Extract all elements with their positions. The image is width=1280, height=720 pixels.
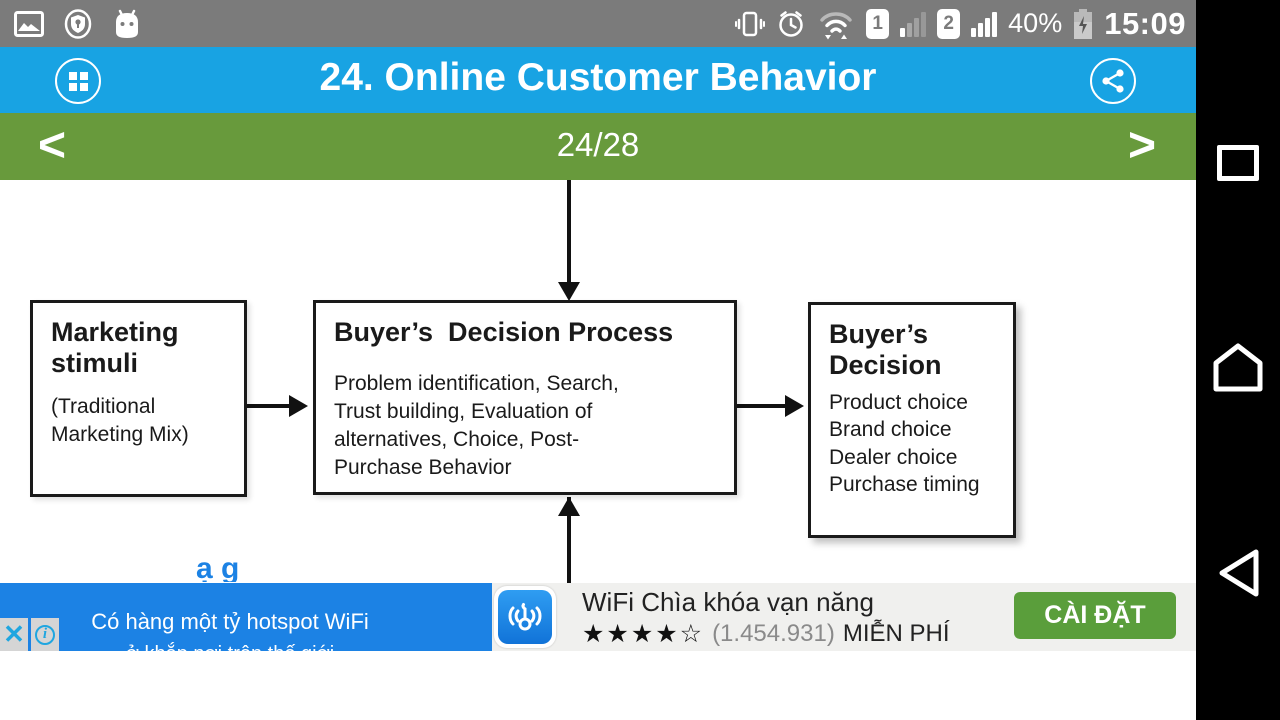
ad-tagline-clipped: ở khắp nơi trên thế giới [0,643,460,651]
ad-price: MIỄN PHÍ [842,619,950,647]
wifi-icon [820,11,852,39]
ad-tagline: Có hàng một tỷ hotspot WiFi [91,609,369,634]
box-line: Purchase timing [829,472,980,496]
prev-slide-button[interactable]: < [38,119,67,172]
box-line: Product choice [829,391,968,415]
ad-close-button[interactable]: ✕ [0,618,28,651]
arrow-bottom-line [567,497,571,583]
box-line: Dealer choice [829,445,958,469]
info-icon: i [35,624,55,645]
android-navbar [1196,0,1280,720]
ad-blue-panel[interactable]: Có hàng một tỷ hotspot WiFi ở khắp nơi t… [0,583,492,651]
ad-rating-count: (1.454.931) [712,619,835,647]
arrow-up-head-icon [558,497,580,516]
box-title: Buyer’s Decision [829,319,942,381]
diagram-box-decision-process: Buyer’s Decision Process Problem identif… [313,300,737,495]
arrow-top-line [567,180,571,296]
recents-button[interactable] [1196,128,1280,198]
arrow-mid-line [737,404,787,408]
slide-canvas: Marketing stimuli (Traditional Marketing… [0,180,1196,583]
arrow-left-line [247,404,291,408]
slide-position: 24/28 [556,126,640,163]
ad-banner[interactable]: Có hàng một tỷ hotspot WiFi ở khắp nơi t… [0,583,1196,651]
alarm-icon [779,10,803,37]
android-marshmallow-icon [116,9,138,38]
signal-full-icon [971,11,998,37]
back-icon [1219,549,1259,597]
share-icon [1102,69,1124,93]
diagram-box-marketing-stimuli: Marketing stimuli (Traditional Marketing… [30,300,247,497]
menu-button[interactable] [55,58,101,104]
bottom-spacer [0,651,1196,720]
box-title: Marketing stimuli [51,317,179,379]
back-button[interactable] [1196,538,1280,608]
box-line: Brand choice [829,418,952,442]
status-bar: 1 2 40% 15:09 [0,0,1196,47]
app-header: 24. Online Customer Behavior [0,47,1196,113]
grid-menu-icon [68,71,88,91]
recents-icon [1217,145,1259,181]
battery-percent: 40% [1008,8,1063,38]
sim1-badge: 1 [866,8,890,39]
gallery-icon [14,10,44,37]
box-body: Problem identification, Search, Trust bu… [334,372,619,479]
arrow-right-head-icon [289,395,308,417]
arrow-right-head2-icon [785,395,804,417]
signal-weak-icon [900,11,927,37]
install-button[interactable]: CÀI ĐẶT [1014,592,1176,639]
wifi-master-key-icon [498,590,552,644]
clock: 15:09 [1104,5,1186,41]
sim2-badge: 2 [937,8,961,39]
diagram-box-buyers-decision: Buyer’s Decision Product choice Brand ch… [808,302,1016,538]
box-body: (Traditional Marketing Mix) [51,395,189,447]
home-button[interactable] [1196,332,1280,402]
arrow-down-head-icon [558,282,580,301]
share-button[interactable] [1090,58,1136,104]
next-slide-button[interactable]: > [1127,119,1156,172]
star-rating-icon: ★★★★☆ [582,619,705,648]
pager-bar: < 24/28 > [0,113,1196,180]
box-title: Buyer’s Decision Process [334,317,674,347]
vibrate-icon [735,11,766,36]
ad-info-button[interactable]: i [31,618,59,651]
battery-charging-icon [1074,8,1093,39]
page-title: 24. Online Customer Behavior [319,56,877,99]
ad-app-title: WiFi Chìa khóa vạn năng [582,587,874,617]
clipped-text-fragment: ạ g [196,552,240,582]
home-icon [1213,343,1263,392]
ad-app-icon[interactable] [494,586,556,648]
shield-key-icon [64,8,92,39]
